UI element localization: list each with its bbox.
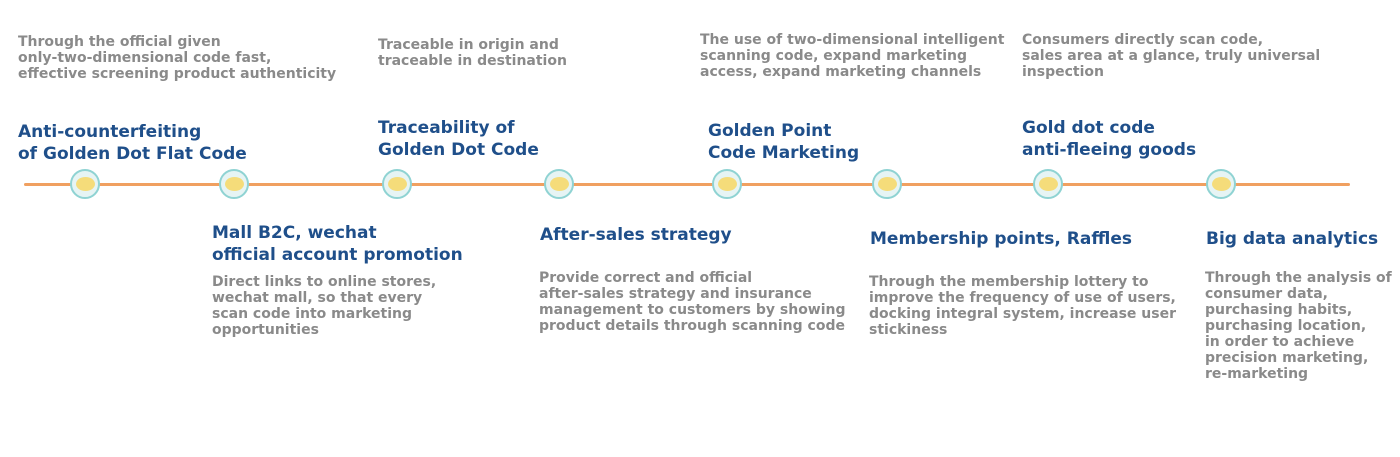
milestone-description: Provide correct and official after-sales… <box>539 270 846 334</box>
timeline-line <box>24 183 1350 186</box>
timeline-dot <box>872 169 902 199</box>
milestone-title: Mall B2C, wechat official account promot… <box>212 223 463 265</box>
milestone-title: Golden Point Code Marketing <box>708 121 860 163</box>
milestone-description: Traceable in origin and traceable in des… <box>378 37 567 69</box>
milestone-title: Anti-counterfeiting of Golden Dot Flat C… <box>18 122 247 164</box>
milestone-description: Through the membership lottery to improv… <box>869 274 1176 338</box>
timeline-dot <box>382 169 412 199</box>
milestone-description: Consumers directly scan code, sales area… <box>1022 32 1321 80</box>
milestone-title: Membership points, Raffles <box>870 229 1132 249</box>
milestone-title: After-sales strategy <box>540 225 732 245</box>
milestone-description: The use of two-dimensional intelligent s… <box>700 32 1005 80</box>
milestone-title: Gold dot code anti-fleeing goods <box>1022 118 1197 160</box>
timeline-dot <box>1206 169 1236 199</box>
milestone-description: Through the official given only-two-dime… <box>18 34 337 82</box>
timeline-dot <box>712 169 742 199</box>
milestone-description: Through the analysis of consumer data, p… <box>1205 270 1392 382</box>
milestone-description: Direct links to online stores, wechat ma… <box>212 274 437 338</box>
timeline-dot <box>70 169 100 199</box>
timeline-dot <box>1033 169 1063 199</box>
timeline-dot <box>219 169 249 199</box>
timeline-dot <box>544 169 574 199</box>
milestone-title: Traceability of Golden Dot Code <box>378 118 539 160</box>
milestone-title: Big data analytics <box>1206 229 1379 249</box>
